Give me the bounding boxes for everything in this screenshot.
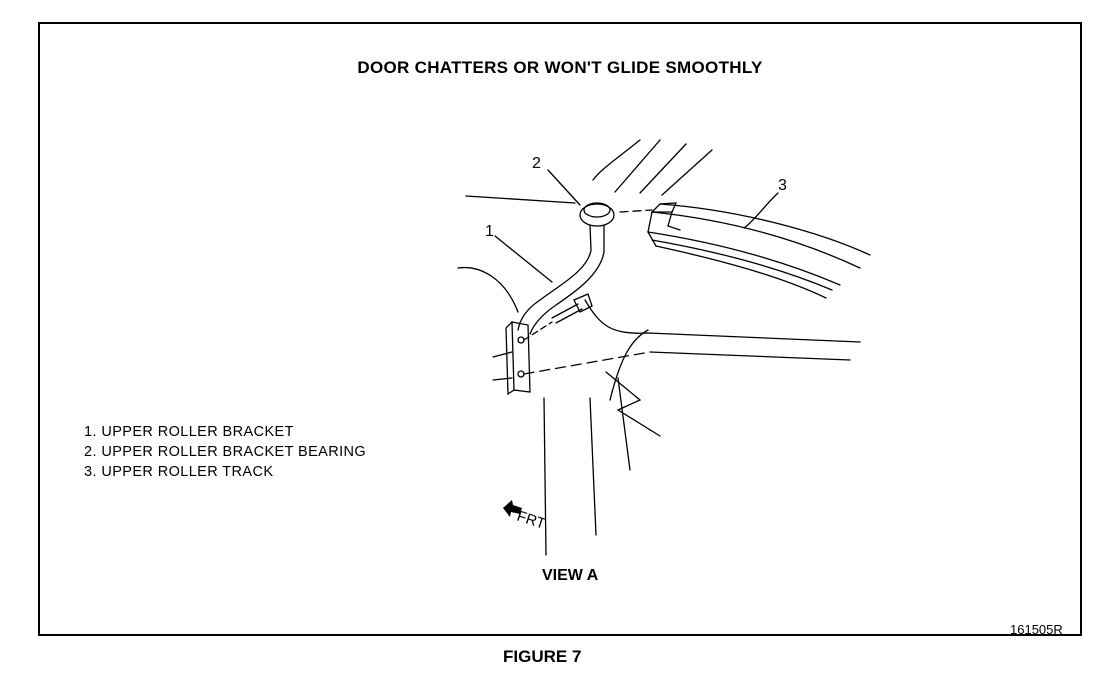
bolt-shank [551,303,583,324]
roof-hatch-line [592,139,641,181]
parts-legend: 1. UPPER ROLLER BRACKET 2. UPPER ROLLER … [84,422,366,482]
track-lower-outer [647,231,841,286]
view-label: VIEW A [542,567,599,584]
track-top-outer [651,211,861,269]
callout-2-leader [547,169,581,206]
legend-item-1: 1. UPPER ROLLER BRACKET [84,424,294,440]
bolt-head [573,293,593,313]
callout-3-leader [743,192,779,229]
door-pillar-right [589,397,597,536]
callout-3: 3 [778,177,787,194]
legend-item-2: 2. UPPER ROLLER BRACKET BEARING [84,444,367,460]
door-edge [584,299,861,343]
bracket-rod [517,224,592,331]
front-direction-label: FRT [515,508,548,533]
callout-1-leader [494,235,553,283]
roof-edge-line [465,195,576,204]
figure-caption: FIGURE 7 [503,647,582,666]
door-curve [457,266,519,313]
legend-item-3: 3. UPPER ROLLER TRACK [84,464,274,480]
track-end-profile [650,202,678,213]
callout-2: 2 [532,155,541,172]
callout-1: 1 [485,223,494,240]
front-direction-arrow-icon [503,500,522,517]
figure-frame [38,22,1082,636]
bracket-plate [511,321,531,393]
door-pillar-left [543,397,547,556]
bracket-bearing [579,203,615,227]
diagram-title: DOOR CHATTERS OR WON'T GLIDE SMOOTHLY [357,58,763,77]
figure-code: 161505R [1010,622,1063,637]
